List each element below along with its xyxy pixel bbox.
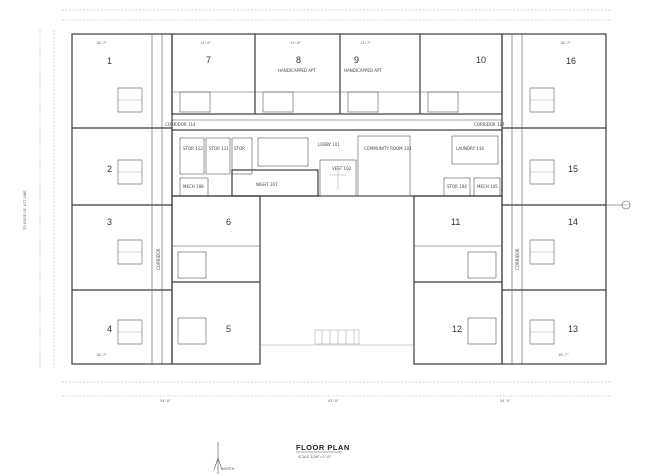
corridor-left-label: CORRIDOR 114 [165, 122, 196, 127]
dim-bottom-13: 18'-7" [558, 353, 569, 357]
lobby-label: LOBBY 101 [318, 142, 340, 147]
dim-top-7: 13'-4" [200, 41, 211, 45]
dim-overall-mid: 43'-0" [328, 399, 339, 403]
unit-2-label: 2 [107, 164, 112, 174]
drawing-title: FLOOR PLAN [296, 443, 350, 452]
scale-note: SCALE 1/16"=1'-0" [298, 455, 331, 459]
grid-marker [606, 200, 631, 210]
unit-6-label: 6 [226, 217, 231, 227]
north-label: NORTH [222, 467, 235, 471]
unit-7-label: 7 [206, 55, 211, 65]
stor-110-label: STOR [234, 146, 245, 151]
left-south-arm [171, 195, 261, 365]
bottom-dimension-line [62, 381, 612, 397]
corridor-east-label: CORRIDOR [515, 248, 520, 270]
unit-10-label: 10 [476, 55, 486, 65]
unit-14-label: 14 [568, 217, 578, 227]
left-wing [71, 33, 173, 365]
dim-overall-left: 54'-0" [160, 399, 171, 403]
unit-3-label: 3 [107, 217, 112, 227]
dim-top-8: 13'-4" [290, 41, 301, 45]
center-top-band [171, 33, 503, 121]
community-room-label: COMMUNITY ROOM 103 [364, 146, 412, 151]
unit-12-label: 12 [452, 324, 462, 334]
dim-overall-right: 54'-0" [500, 399, 511, 403]
unit-15-label: 15 [568, 164, 578, 174]
left-dimension-line [39, 30, 55, 370]
unit-16-label: 16 [566, 56, 576, 66]
dim-top-9: 13'-7" [360, 41, 371, 45]
unit-1-label: 1 [107, 56, 112, 66]
right-wing [501, 33, 607, 365]
corridor-west-label: CORRIDOR [156, 248, 161, 270]
north-arrow-icon [213, 442, 223, 474]
dim-bottom-4: 18'-7" [96, 353, 107, 357]
unit-5-label: 5 [226, 324, 231, 334]
handicapped-apt-8-label: HANDICAPPED APT [278, 68, 316, 73]
unit-13-label: 13 [568, 324, 578, 334]
stor-111-label: STOR 111 [209, 146, 229, 151]
unit-9-label: 9 [354, 55, 359, 65]
stor-112-label: STOR 112 [183, 146, 203, 151]
night-label: NIGHT 107 [256, 182, 278, 187]
stor-104-label: STOR 104 [447, 184, 467, 189]
dim-top-1: 18'-7" [96, 41, 107, 45]
unit-4-label: 4 [107, 324, 112, 334]
courtyard [260, 329, 414, 346]
vest-label: VEST 102 [332, 166, 352, 171]
mech-left-label: MECH 108 [183, 184, 204, 189]
handicapped-apt-9-label: HANDICAPPED APT [344, 68, 382, 73]
laundry-label: LAUNDRY 116 [456, 146, 484, 151]
unit-11-label: 11 [451, 217, 460, 227]
side-note: TO EDGE OF LOT LINE [23, 190, 27, 231]
top-dimension-line [62, 9, 612, 21]
unit-8-label: 8 [296, 55, 301, 65]
mech-right-label: MECH 105 [477, 184, 498, 189]
dim-top-16: 18'-7" [560, 41, 571, 45]
corridor-right-label: CORRIDOR 117 [474, 122, 505, 127]
